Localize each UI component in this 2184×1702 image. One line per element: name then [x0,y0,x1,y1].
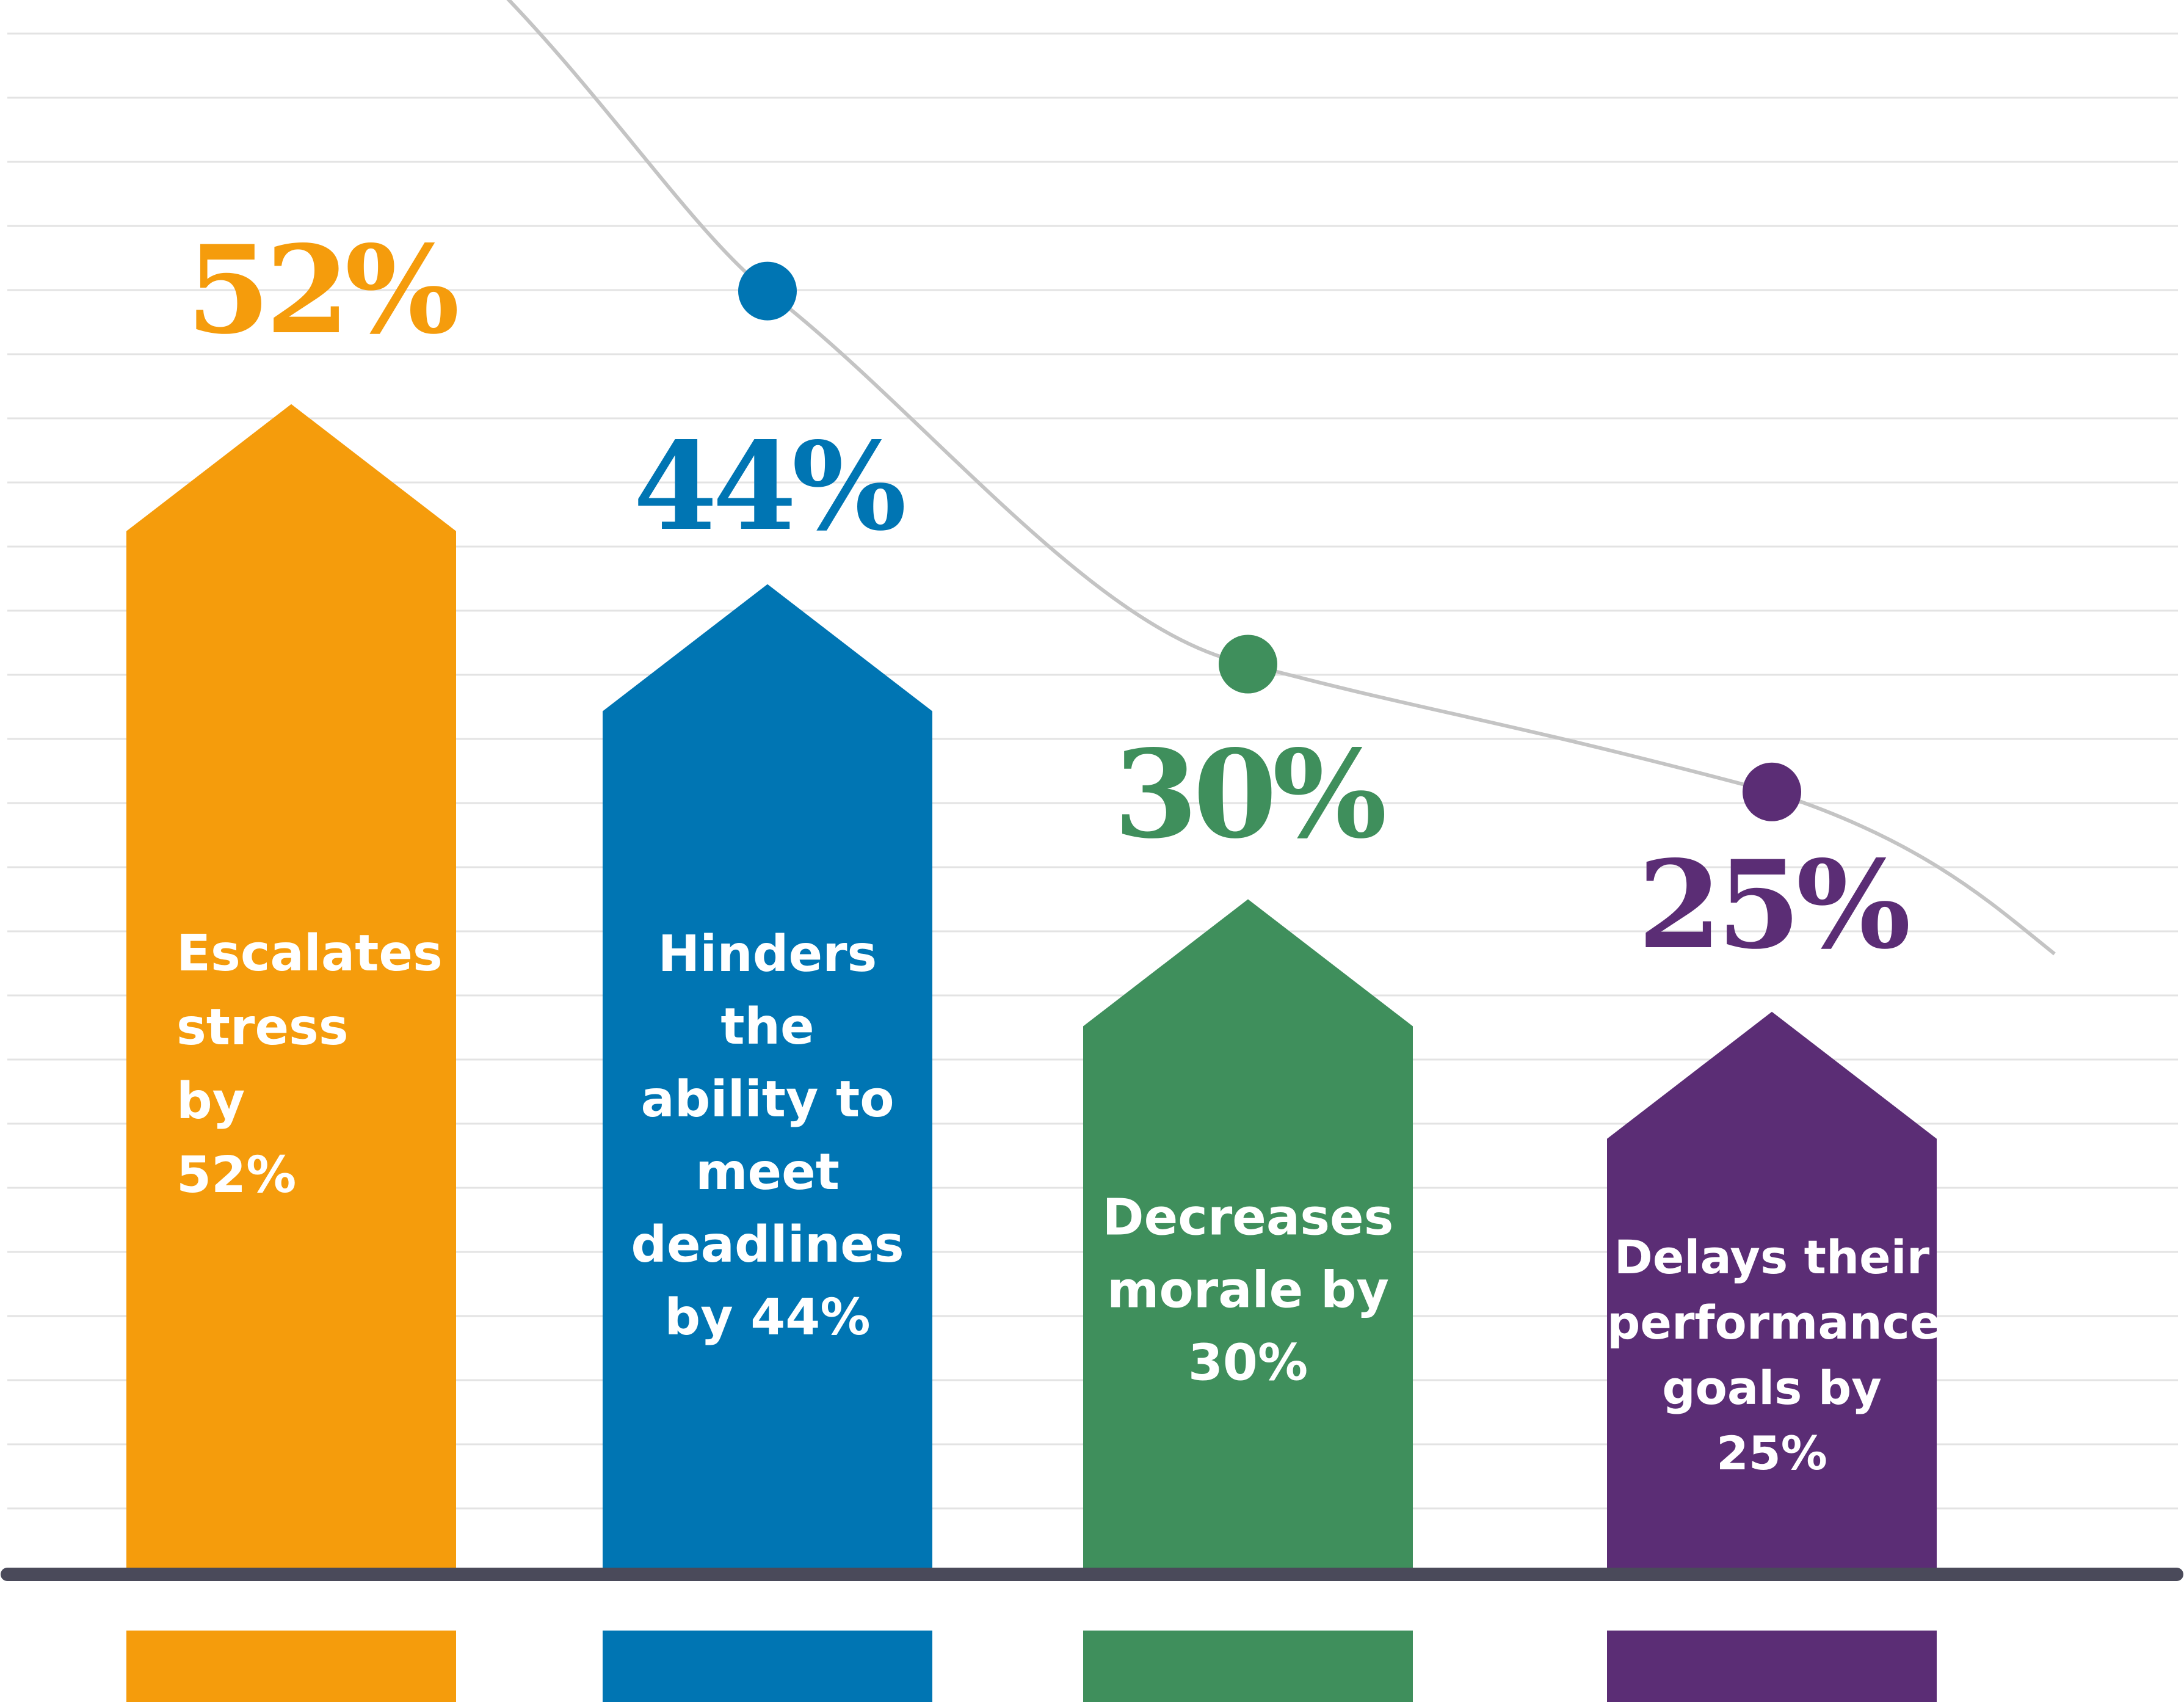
bar-deadlines [603,584,932,1574]
trend-marker-deadlines [738,261,797,321]
bars [1,404,2183,1581]
value-label-deadlines: 44% [633,415,907,558]
color-key-swatch-morale [1083,1631,1413,1702]
trend-marker-morale [1219,635,1277,694]
bar-text-stress: Escalates stress by 52% [176,925,443,1204]
trend-marker-performance [1743,762,1801,821]
color-key-swatch-stress [126,1631,456,1702]
bar-stress [126,404,456,1574]
value-label-performance: 25% [1638,833,1911,976]
trend-line-group [506,0,2056,956]
bar-text-performance: Delays their performance goals by 25% [1607,1230,1942,1480]
value-label-stress: 52% [186,218,460,361]
bar-text-deadlines: Hinders the ability to meet deadlines by… [631,925,904,1347]
bar-performance [1607,1011,1937,1574]
color-key [126,1631,1937,1702]
value-label-morale: 30% [1114,722,1387,865]
trend-line [506,0,2056,956]
color-key-swatch-deadlines [603,1631,932,1702]
color-key-swatch-performance [1607,1631,1937,1702]
bar-text-morale: Decreases morale by 30% [1102,1188,1394,1392]
bar-morale [1083,899,1413,1574]
